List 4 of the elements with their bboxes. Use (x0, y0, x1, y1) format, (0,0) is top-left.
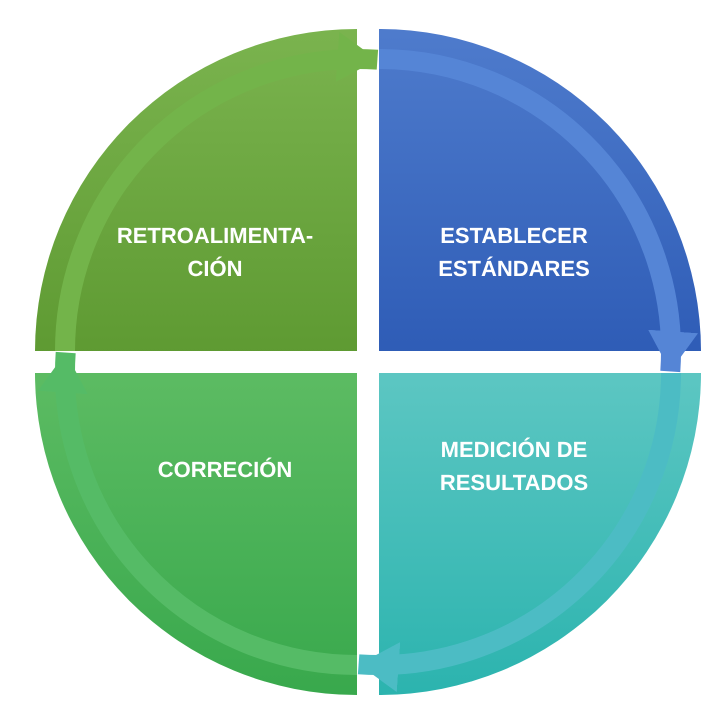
quadrant-label: MEDICIÓN DE RESULTADOS (438, 436, 590, 497)
quadrant-label: CORRECIÓN (156, 456, 294, 484)
quadrant-label: ESTABLECER ESTÁNDARES (437, 222, 591, 283)
quadrant-label: RETROALIMENTA- CIÓN (116, 222, 314, 283)
